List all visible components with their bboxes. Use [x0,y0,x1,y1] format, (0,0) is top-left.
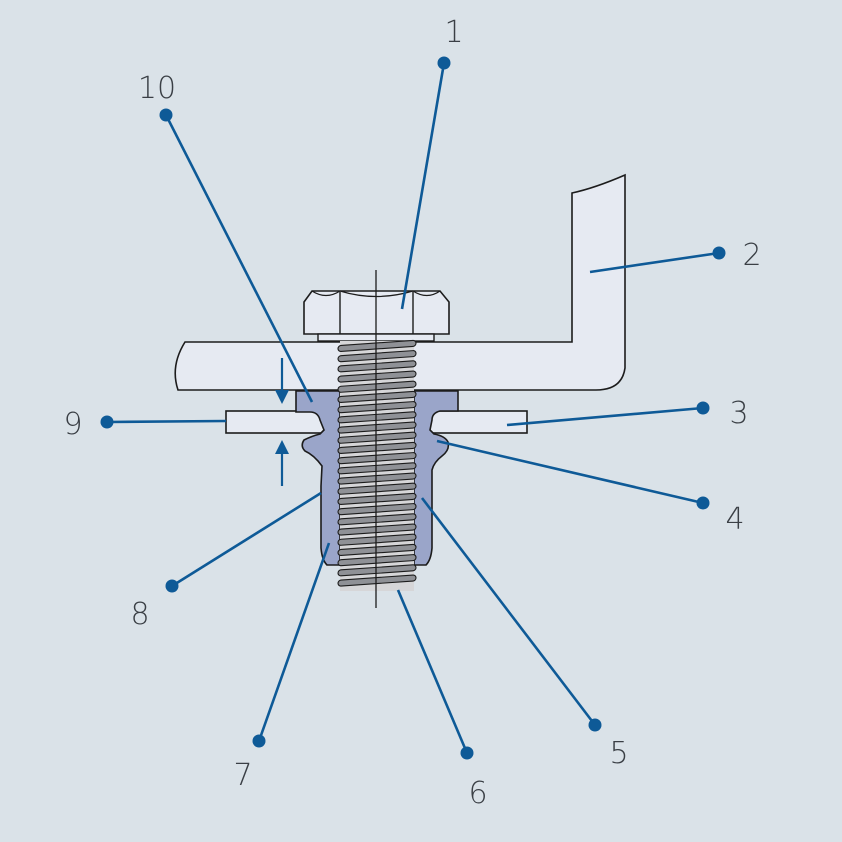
thread-ridge [337,350,417,363]
grip-range-arrows [275,358,289,486]
thread-ridge [337,431,417,444]
thread-ridge [337,482,417,495]
leader-line-9 [106,419,227,424]
leader-dot-10 [159,108,173,122]
leader-dot-6 [460,746,474,760]
leader-dot-9 [100,415,114,429]
leader-dot-7 [252,734,266,748]
thread-ridge [337,523,417,536]
thread-ridge [337,574,417,587]
leader-line-1 [400,62,446,310]
callout-number-9: 9 [63,407,82,442]
callout-number-2: 2 [742,238,761,273]
leader-line-5 [420,497,597,726]
leader-dot-1 [437,56,451,70]
thread-ridge [337,401,417,414]
leader-dot-2 [712,246,726,260]
callout-labels: 1 2 3 4 5 6 7 8 9 10 [63,15,761,811]
leader-line-4 [436,439,704,505]
leader-line-7 [257,542,331,742]
rivet-nut-right [413,390,459,566]
thread-ridge [337,462,417,475]
leader-line-8 [171,491,322,588]
callout-number-5: 5 [609,736,628,771]
leader-line-2 [589,251,720,274]
callout-number-8: 8 [130,597,149,632]
thread-ridge [337,503,417,516]
thread-ridge [337,554,417,567]
thread-ridge [337,360,417,373]
bolt-thread [337,339,417,591]
thread-ridge [337,564,417,577]
thread-ridge [337,472,417,485]
leader-lines [100,56,726,760]
callout-number-7: 7 [233,758,252,793]
leader-line-6 [396,589,469,754]
thread-ridge [337,421,417,434]
thread-ridge [337,533,417,546]
callout-number-1: 1 [444,15,463,50]
thread-ridge [337,513,417,526]
thread-ridge [337,492,417,506]
leader-dot-3 [696,401,710,415]
leader-line-3 [506,406,704,427]
callout-number-4: 4 [725,502,744,537]
thread-ridge [337,452,417,465]
thread-ridge [337,339,417,353]
thread-ridge [337,390,417,404]
callout-number-10: 10 [138,71,176,106]
leader-dot-8 [165,579,179,593]
leader-dot-5 [588,718,602,732]
rivet-nut-left [295,390,341,566]
thread-ridge [337,411,417,424]
callout-number-3: 3 [729,396,748,431]
leader-line-10 [164,114,314,403]
thread-ridge [337,380,417,393]
leader-dot-4 [696,496,710,510]
callout-number-6: 6 [468,776,487,811]
thread-ridge [337,441,417,455]
thread-ridge [337,543,417,557]
thread-ridge [337,370,417,383]
